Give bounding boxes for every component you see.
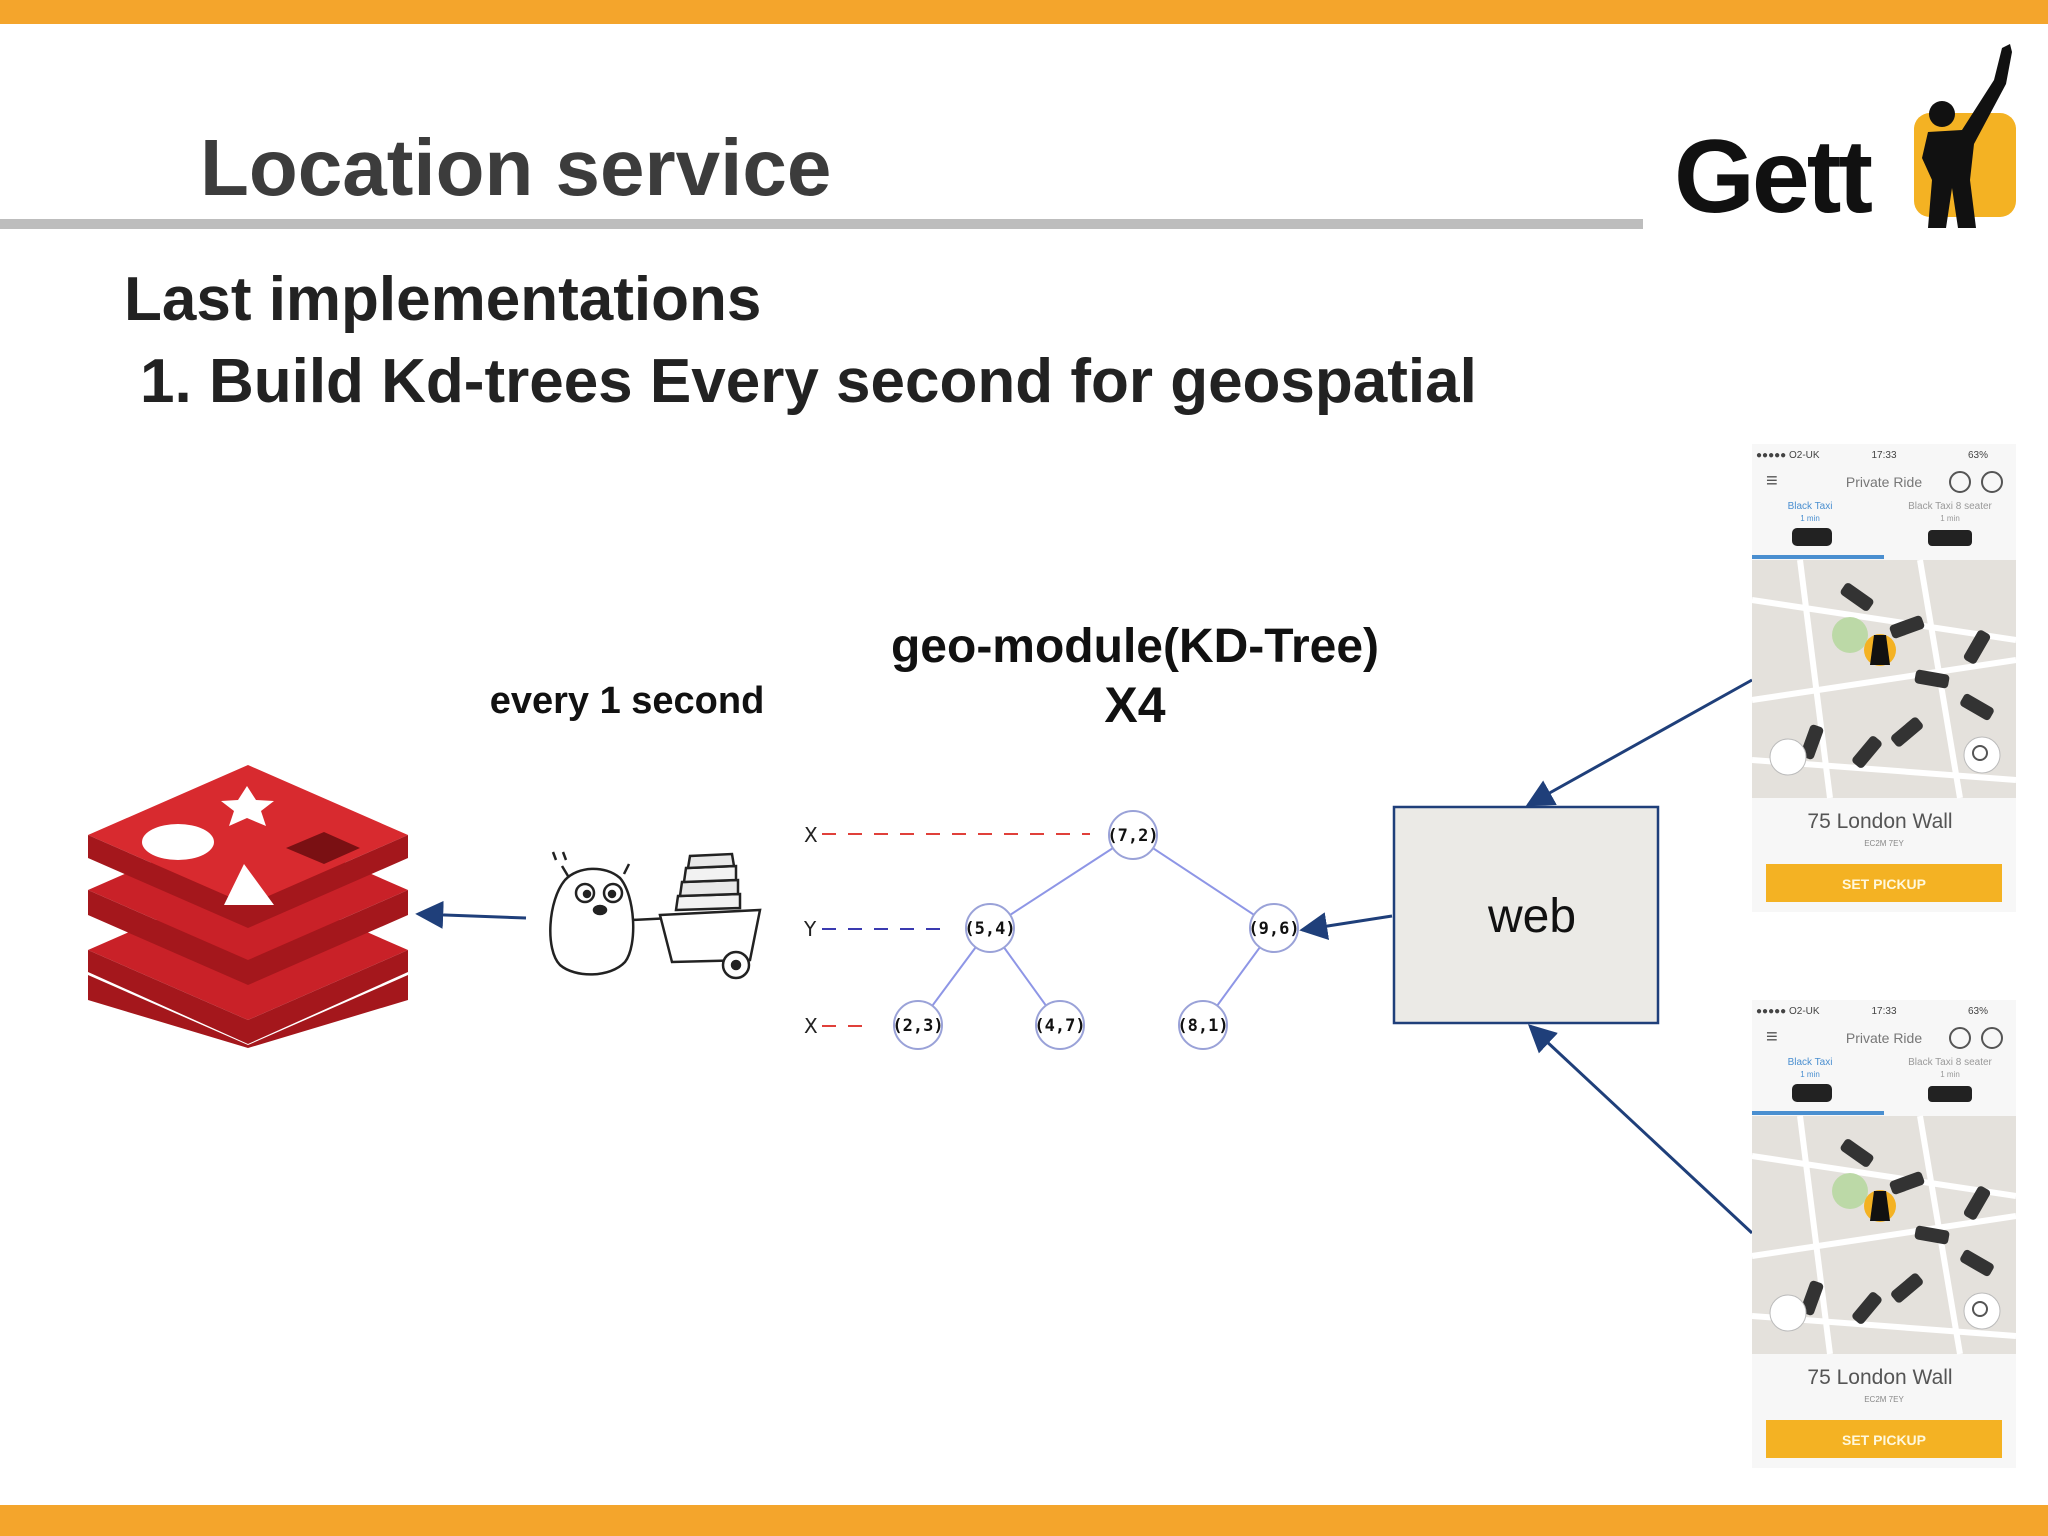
logo-wordmark: Gett (1674, 119, 1872, 230)
svg-text:(4,7): (4,7) (1034, 1016, 1085, 1036)
svg-text:Private Ride: Private Ride (1846, 474, 1922, 490)
arrow-phone-top-to-web (1525, 678, 1753, 807)
bottom-accent-bar (0, 1505, 2048, 1536)
set-pickup-button (1766, 864, 2002, 902)
locate-icon (1769, 1294, 1807, 1332)
svg-text:Private Ride: Private Ride (1846, 1030, 1922, 1046)
svg-text:17:33: 17:33 (1871, 450, 1896, 461)
svg-text:75 London Wall: 75 London Wall (1807, 1366, 1952, 1389)
svg-text:1 min: 1 min (1940, 514, 1960, 523)
arrow-worker-to-redis (415, 900, 527, 929)
svg-text:●●●●● O2-UK: ●●●●● O2-UK (1756, 450, 1820, 461)
svg-text:75 London Wall: 75 London Wall (1807, 810, 1952, 833)
svg-text:(2,3): (2,3) (892, 1016, 943, 1036)
svg-text:1 min: 1 min (1800, 514, 1820, 523)
gett-logo: Gett (1674, 44, 2016, 230)
top-accent-bar (0, 0, 2048, 24)
search-icon (1963, 1292, 2001, 1330)
interval-label: every 1 second (490, 680, 765, 722)
tree-node: (2,3) (892, 1000, 944, 1050)
compass-icon (1949, 1027, 1971, 1049)
van-icon (1928, 1086, 1972, 1102)
module-multiplier: X4 (1104, 677, 1165, 733)
airplane-icon (1981, 1027, 2003, 1049)
phone-screen-bottom: ●●●●● O2-UK 17:33 63% ≡ Private Ride Bla… (1751, 1000, 2017, 1468)
svg-text:1 min: 1 min (1800, 1070, 1820, 1079)
svg-text:(8,1): (8,1) (1177, 1016, 1228, 1036)
svg-text:17:33: 17:33 (1871, 1006, 1896, 1017)
tree-edge (1132, 834, 1275, 929)
search-icon (1963, 736, 2001, 774)
tree-node: (9,6) (1248, 903, 1300, 953)
svg-text:63%: 63% (1968, 450, 1988, 461)
locate-icon (1769, 738, 1807, 776)
axis-label-level-2: X (804, 1014, 818, 1038)
tree-node: (5,4) (964, 903, 1016, 953)
svg-text:(7,2): (7,2) (1107, 826, 1158, 846)
svg-text:Black Taxi: Black Taxi (1788, 501, 1833, 512)
axis-label-level-0: X (804, 823, 818, 847)
tree-node: (4,7) (1034, 1000, 1086, 1050)
svg-text:SET PICKUP: SET PICKUP (1842, 876, 1926, 892)
svg-text:EC2M 7EY: EC2M 7EY (1864, 1395, 1904, 1404)
tree-node: (8,1) (1177, 1000, 1229, 1050)
axis-label-level-1: Y (803, 917, 817, 941)
arrow-phone-bottom-to-web (1527, 1024, 1754, 1235)
svg-text:63%: 63% (1968, 1006, 1988, 1017)
bullet-number: 1. (140, 347, 192, 416)
hamburger-icon: ≡ (1766, 1026, 1778, 1048)
tree-node: (7,2) (1107, 810, 1159, 860)
svg-text:Black Taxi 8 seater: Black Taxi 8 seater (1908, 1057, 1992, 1068)
web-server-box: web (1392, 805, 1660, 1025)
go-gopher-worker-icon (549, 851, 762, 980)
web-label: web (1487, 890, 1576, 943)
set-pickup-button (1766, 1420, 2002, 1458)
bullet-item: 1. Build Kd-trees Every second for geosp… (140, 346, 1477, 417)
bullet-text: Build Kd-trees Every second for geospati… (208, 347, 1477, 416)
redis-logo-icon (88, 765, 408, 1048)
kd-tree: X Y X (7,2) (5,4) (9,6) (2,3) (4,7) (803, 810, 1300, 1050)
car-icon (1800, 583, 1994, 768)
compass-icon (1949, 471, 1971, 493)
logo-waving-man-icon (1922, 44, 2012, 228)
svg-text:●●●●● O2-UK: ●●●●● O2-UK (1756, 1006, 1820, 1017)
slide-subtitle: Last implementations (124, 265, 762, 334)
svg-text:Black Taxi: Black Taxi (1788, 1057, 1833, 1068)
svg-text:Black Taxi 8 seater: Black Taxi 8 seater (1908, 501, 1992, 512)
phone-screen-top: ●●●●● O2-UK 17:33 63% ≡ Private Ride Bla… (1751, 444, 2017, 912)
black-taxi-icon (1792, 1084, 1832, 1102)
hamburger-icon: ≡ (1766, 470, 1778, 492)
slide-title: Location service (200, 123, 832, 212)
svg-text:1 min: 1 min (1940, 1070, 1960, 1079)
airplane-icon (1981, 471, 2003, 493)
black-taxi-icon (1792, 528, 1832, 546)
svg-text:(5,4): (5,4) (964, 919, 1015, 939)
title-underline (0, 219, 1643, 229)
arrow-web-to-geo-module (1299, 912, 1393, 940)
module-label: geo-module(KD-Tree) (891, 620, 1379, 673)
tree-edge (989, 834, 1134, 929)
svg-text:EC2M 7EY: EC2M 7EY (1864, 839, 1904, 848)
car-icon (1800, 1139, 1994, 1324)
van-icon (1928, 530, 1972, 546)
svg-text:(9,6): (9,6) (1248, 919, 1299, 939)
svg-text:SET PICKUP: SET PICKUP (1842, 1432, 1926, 1448)
